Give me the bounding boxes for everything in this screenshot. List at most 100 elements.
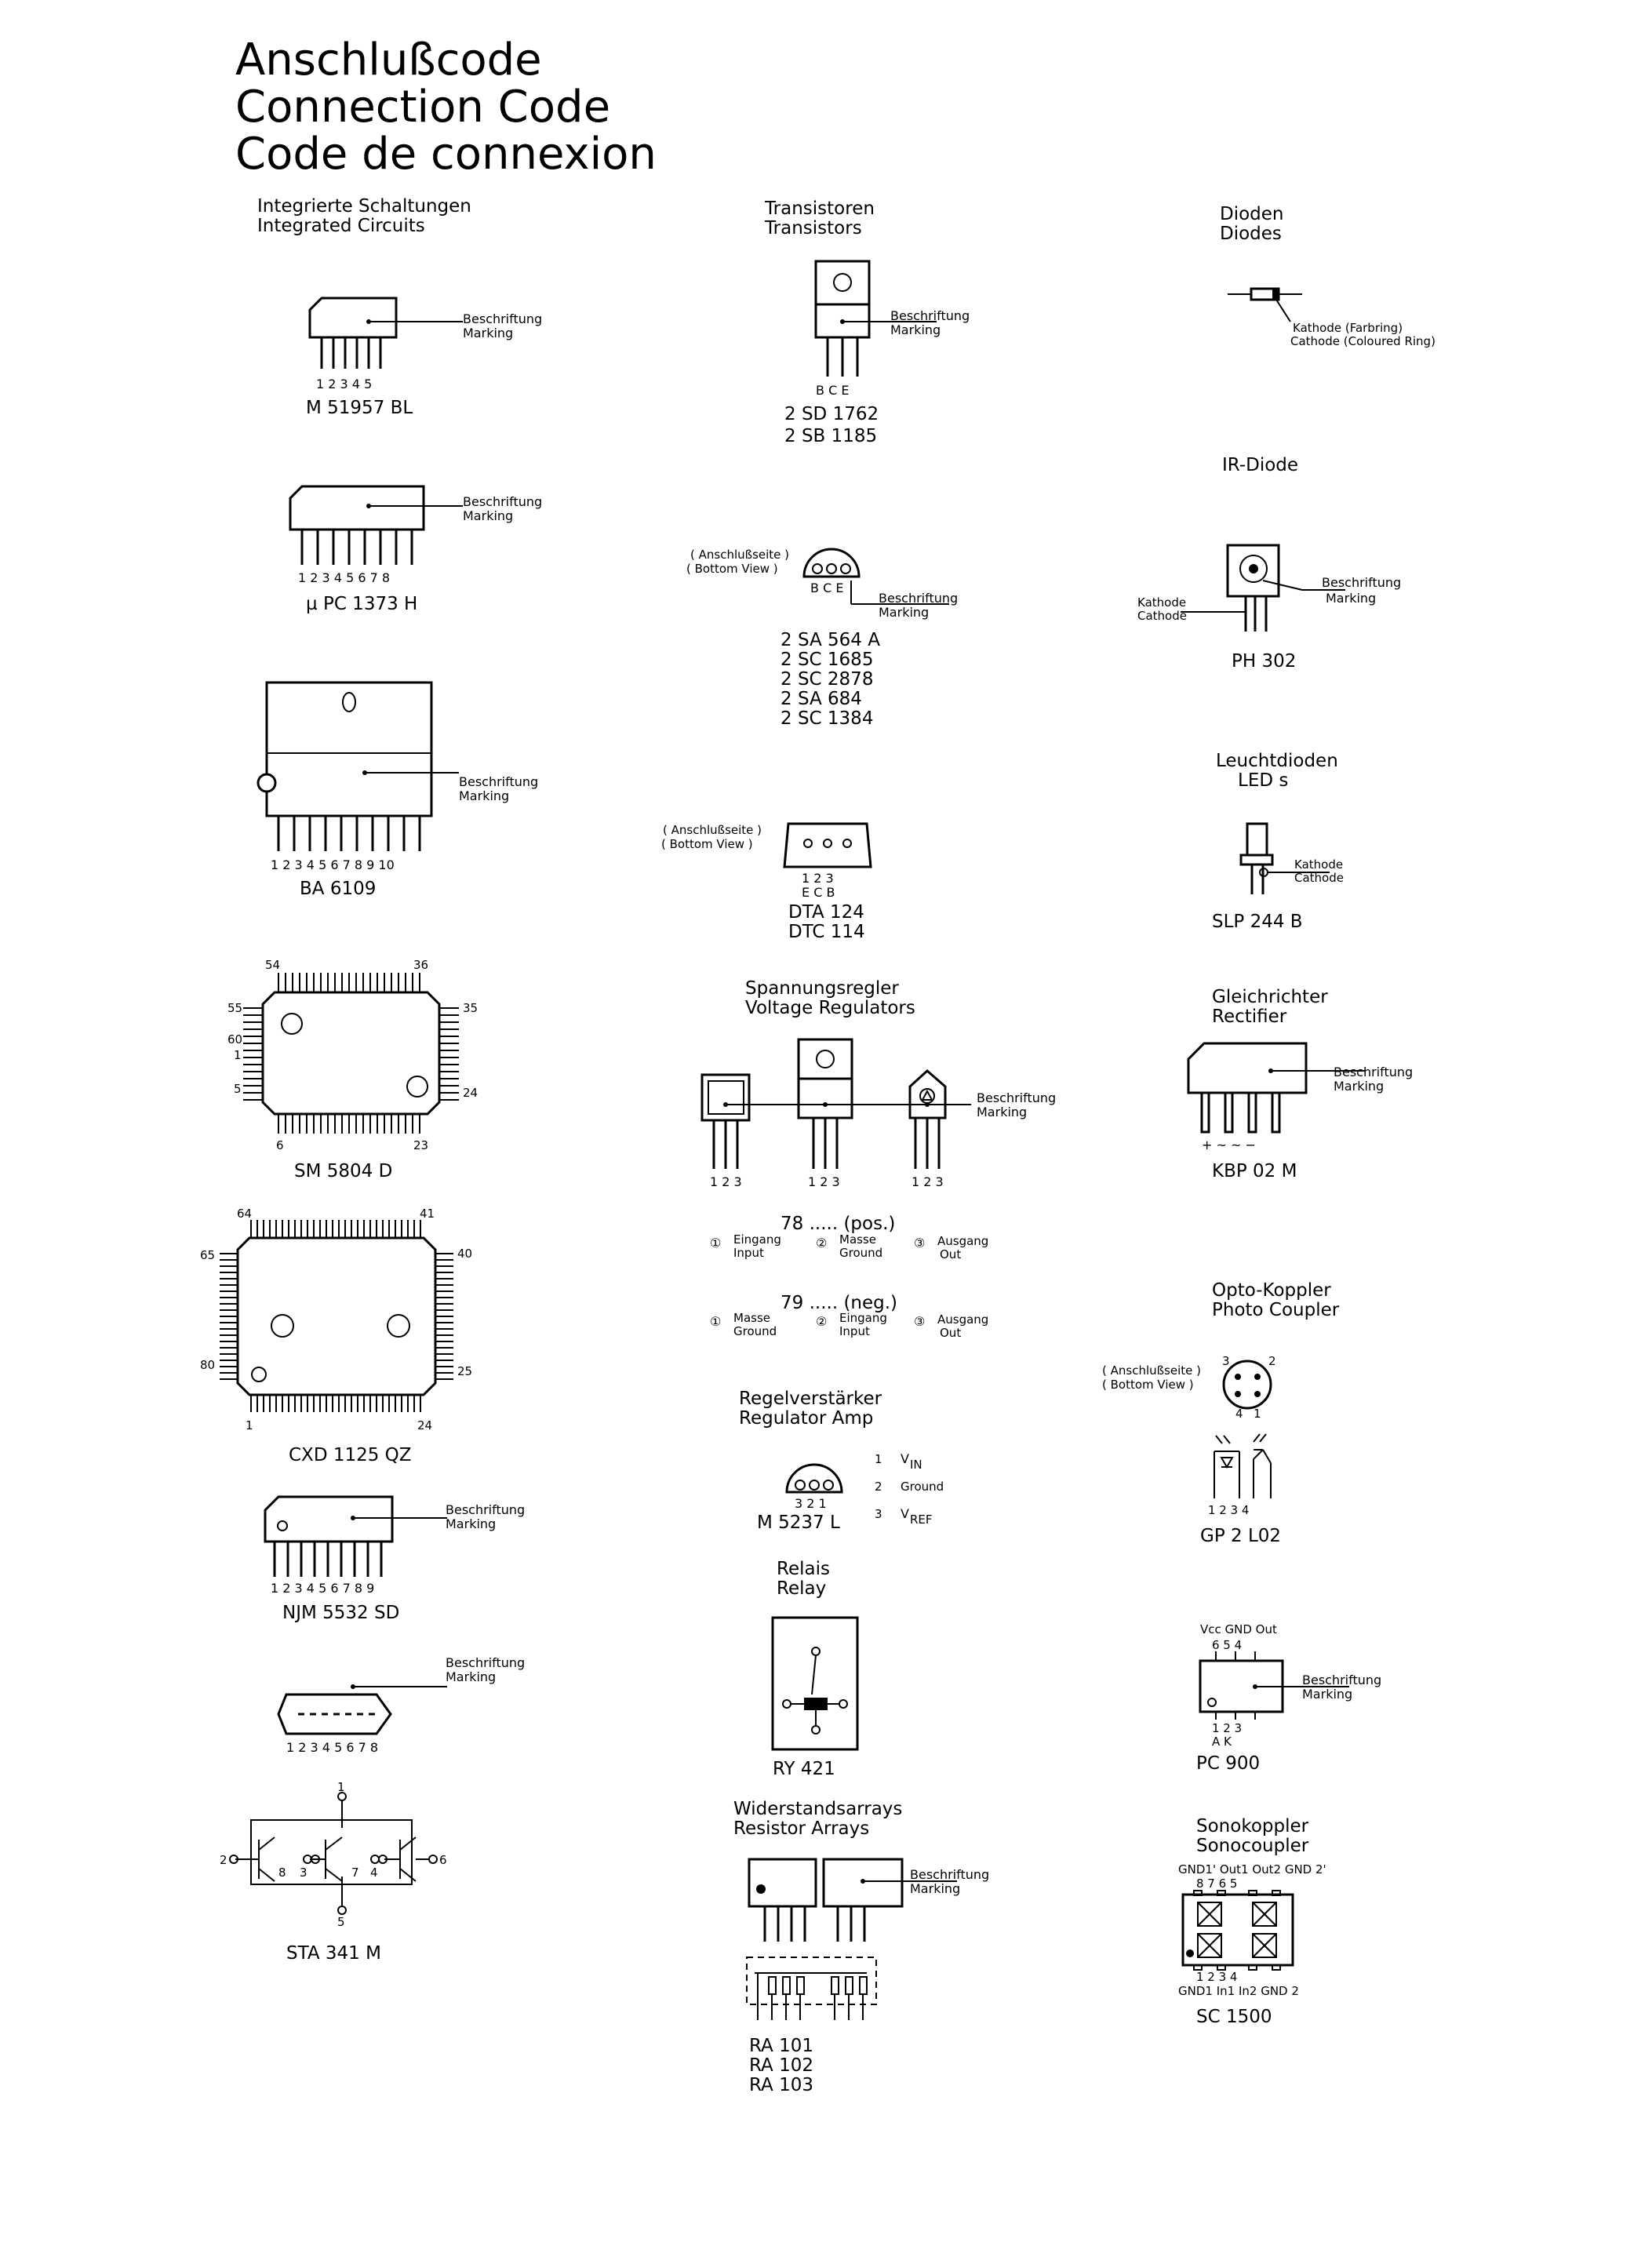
transistor-dta-drawing — [783, 822, 872, 868]
ic-sta341-pin5: 5 — [337, 1915, 345, 1929]
neg-legend-1-num: ① — [710, 1314, 721, 1329]
ic-sm5804-name: SM 5804 D — [294, 1161, 392, 1181]
neg-legend-2-en: Input — [839, 1324, 870, 1338]
leds-heading-en: LED s — [1238, 770, 1288, 791]
resistor-marking-en: Marking — [910, 1881, 960, 1896]
sono-heading-de: Sonokoppler — [1196, 1816, 1309, 1836]
ic-sm5804-pin54: 54 — [265, 958, 280, 972]
neg-legend-3-de: Ausgang — [937, 1312, 988, 1327]
pos-legend-2-en: Ground — [839, 1246, 882, 1260]
ic-upc1373-marking-de: Beschriftung — [463, 494, 542, 509]
rectifier-heading-en: Rectifier — [1212, 1007, 1287, 1027]
resistor-arrays-drawing — [746, 1858, 958, 2020]
transistor-to92-name-4: 2 SA 684 — [781, 689, 862, 709]
resistor-ra101: RA 101 — [749, 2036, 813, 2056]
opto-pin1: 1 — [1254, 1407, 1261, 1421]
regulators-pos-legend: ① Eingang Input ② Masse Ground ③ Ausgang… — [710, 1232, 988, 1261]
pos-legend-2-de: Masse — [839, 1232, 876, 1247]
regamp-name: M 5237 L — [757, 1513, 840, 1533]
title-line-en: Connection Code — [235, 82, 610, 133]
ic-sm5804-pin5: 5 — [234, 1082, 242, 1096]
resistor-ra103: RA 103 — [749, 2075, 813, 2095]
opto-bottomview-en: ( Bottom View ) — [1102, 1378, 1194, 1392]
transistor-dta-bottomview-en: ( Bottom View ) — [661, 837, 753, 851]
ic-cxd1125-pin40: 40 — [457, 1247, 472, 1261]
pc900-marking-en: Marking — [1302, 1687, 1352, 1702]
ic-upc1373-pins: 1 2 3 4 5 6 7 8 — [298, 570, 390, 585]
ic-sil8-pins: 1 2 3 4 5 6 7 8 — [286, 1740, 378, 1755]
ir-diode-marking-de: Beschriftung — [1322, 575, 1401, 590]
regamp-legend-3-sub: REF — [910, 1513, 933, 1527]
relay-name: RY 421 — [773, 1759, 835, 1779]
pc900-marking-de: Beschriftung — [1302, 1673, 1381, 1687]
sono-drawing — [1181, 1890, 1294, 1971]
resistor-ra102: RA 102 — [749, 2055, 813, 2076]
diode-cathode-de: Kathode (Farbring) — [1293, 321, 1403, 335]
neg-legend-2-num: ② — [816, 1314, 827, 1329]
ic-njm5532-marking-en: Marking — [446, 1516, 496, 1531]
regulators-marking-de: Beschriftung — [977, 1090, 1056, 1105]
ir-diode-drawing — [1181, 544, 1345, 632]
transistor-dtc114: DTC 114 — [788, 922, 865, 942]
transistor-to92-drawing — [802, 548, 949, 605]
regulators-drawing — [700, 1038, 971, 1169]
transistor-to92-bottomview-en: ( Bottom View ) — [686, 562, 778, 576]
regulators-neg-label: 79 ..... (neg.) — [781, 1293, 897, 1313]
ic-sil8-drawing — [277, 1684, 448, 1735]
opto-bottomview-de: ( Anschlußseite ) — [1102, 1363, 1201, 1378]
resistor-heading-de: Widerstandsarrays — [733, 1799, 902, 1819]
ic-sm5804-pin60: 60 — [227, 1032, 242, 1047]
transistor-to92-marking-en: Marking — [879, 605, 929, 620]
pos-legend-2-num: ② — [816, 1236, 827, 1250]
regamp-legend-1-sub: IN — [910, 1458, 922, 1472]
diodes-heading-en: Diodes — [1220, 224, 1282, 244]
page-title: Anschlußcode Connection Code Code de con… — [235, 35, 657, 180]
ir-diode-kathode: Kathode — [1137, 595, 1186, 610]
sono-heading-en: Sonocoupler — [1196, 1836, 1309, 1856]
sono-name: SC 1500 — [1196, 2007, 1272, 2027]
neg-legend-1-en: Ground — [733, 1324, 777, 1338]
regamp-legend: 1 V IN 2 Ground 3 V REF — [875, 1451, 944, 1527]
ic-cxd1125-pin41: 41 — [420, 1207, 435, 1221]
rectifier-drawing — [1187, 1042, 1366, 1134]
transistor-dta-nums: 1 2 3 — [802, 871, 834, 886]
ic-m51957-name: M 51957 BL — [306, 398, 413, 418]
regulators-heading-de: Spannungsregler — [745, 978, 899, 999]
diode-drawing — [1228, 287, 1302, 322]
regamp-legend-2-num: 2 — [875, 1480, 882, 1494]
diode-cathode-en: Cathode (Coloured Ring) — [1290, 334, 1435, 348]
ic-ba6109-drawing — [257, 681, 460, 851]
transistor-to92-name-3: 2 SC 2878 — [781, 669, 873, 690]
ic-njm5532-drawing — [264, 1495, 448, 1577]
pos-legend-1-num: ① — [710, 1236, 721, 1250]
pc900-drawing — [1199, 1651, 1350, 1720]
sono-bottom-nums: 1 2 3 4 — [1196, 1970, 1237, 1984]
ic-sta341-pin2: 2 — [220, 1853, 227, 1867]
ic-sm5804-pin36: 36 — [413, 958, 428, 972]
rectifier-name: KBP 02 M — [1212, 1161, 1297, 1181]
sono-bottom-labels: GND1 In1 In2 GND 2 — [1178, 1984, 1299, 1998]
regulator-a-pins: 1 2 3 — [710, 1174, 742, 1189]
ir-diode-name: PH 302 — [1232, 651, 1296, 672]
pos-legend-3-en: Out — [940, 1247, 961, 1261]
regulator-c-pins: 1 2 3 — [912, 1174, 944, 1189]
ic-sil8-marking-en: Marking — [446, 1669, 496, 1684]
ic-sm5804-pin24: 24 — [463, 1086, 478, 1100]
pos-legend-1-de: Eingang — [733, 1232, 781, 1247]
neg-legend-2-de: Eingang — [839, 1311, 887, 1325]
ir-diode-heading: IR-Diode — [1222, 455, 1298, 475]
regamp-heading-en: Regulator Amp — [739, 1408, 873, 1429]
ic-ba6109-marking-de: Beschriftung — [459, 774, 538, 789]
ic-sta341-pin7: 7 — [351, 1866, 359, 1880]
transistor-to220-drawing — [814, 260, 937, 377]
regamp-legend-1-text: V — [901, 1451, 909, 1466]
transistor-to92-name-2: 2 SC 1685 — [781, 650, 873, 670]
ic-sta341-pin6: 6 — [439, 1853, 447, 1867]
ic-heading-en: Integrated Circuits — [257, 216, 425, 236]
regamp-legend-3-text: V — [901, 1506, 909, 1521]
opto-heading-en: Photo Coupler — [1212, 1300, 1340, 1320]
transistor-to92-name-1: 2 SA 564 A — [781, 630, 880, 650]
ic-sta341-pin3: 3 — [300, 1866, 307, 1880]
ic-upc1373-drawing — [289, 485, 464, 565]
ic-sm5804-pin6: 6 — [276, 1138, 284, 1152]
